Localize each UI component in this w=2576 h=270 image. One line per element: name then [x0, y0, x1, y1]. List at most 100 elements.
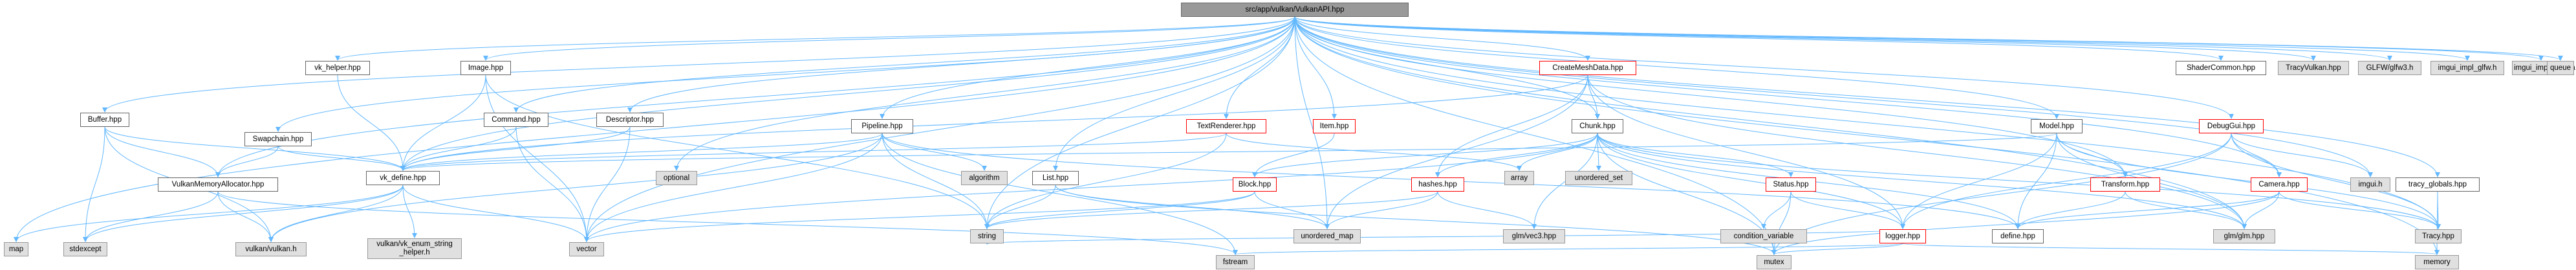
node-vulkan-memory-allocator[interactable]: VulkanMemoryAllocator.hpp — [158, 177, 278, 192]
node-glm-glm[interactable]: glm/glm.hpp — [2213, 229, 2275, 243]
node-mutex[interactable]: mutex — [1757, 255, 1791, 269]
node-map[interactable]: map — [4, 242, 28, 256]
node-algorithm[interactable]: algorithm — [961, 171, 1008, 185]
edge-model-to-logger — [1900, 133, 2057, 229]
edge-logger-to-memory — [1902, 243, 2440, 255]
node-array[interactable]: array — [1504, 171, 1534, 185]
node-unordered-map[interactable]: unordered_map — [1293, 229, 1361, 243]
edge-vk_define-to-map — [14, 185, 404, 242]
node-tracy-hpp[interactable]: Tracy.hpp — [2415, 229, 2462, 243]
node-transform[interactable]: Transform.hpp — [2090, 177, 2160, 192]
edge-status-to-logger — [1790, 191, 1905, 229]
node-textrenderer[interactable]: TextRenderer.hpp — [1186, 119, 1266, 133]
node-imgui-h[interactable]: imgui.h — [2350, 177, 2390, 192]
edge-camera-to-define — [2015, 191, 2280, 229]
edge-buffer-to-stdexcept — [83, 126, 105, 242]
edge-chunk-to-block — [1252, 133, 1598, 177]
edge-root-to-optional — [674, 16, 1295, 171]
edge-root-to-mutex — [1294, 16, 1777, 255]
edge-root-to-model — [1294, 16, 2059, 119]
node-status[interactable]: Status.hpp — [1766, 177, 1816, 192]
node-vk-enum-string-helper[interactable]: vulkan/vk_enum_string _helper.h — [367, 238, 462, 259]
node-camera[interactable]: Camera.hpp — [2251, 177, 2308, 192]
node-unordered-set[interactable]: unordered_set — [1565, 171, 1632, 185]
edge-root-to-transform — [1294, 16, 2128, 177]
edge-debuggui-to-logger — [1900, 133, 2232, 229]
edge-transform-to-glm_glm — [2125, 191, 2247, 229]
node-hashes[interactable]: hashes.hpp — [1411, 177, 1464, 192]
node-vector[interactable]: vector — [569, 242, 604, 256]
node-queue[interactable]: queue — [2547, 61, 2574, 75]
edge-createmesh-to-logger — [1587, 74, 1905, 229]
edge-root-to-vk_define — [400, 16, 1295, 171]
node-logger[interactable]: logger.hpp — [1879, 229, 1926, 243]
node-chunk[interactable]: Chunk.hpp — [1572, 119, 1623, 133]
node-vk-define[interactable]: vk_define.hpp — [366, 171, 440, 185]
edge-buffer-to-vma — [104, 126, 221, 177]
node-block[interactable]: Block.hpp — [1233, 177, 1277, 192]
node-model[interactable]: Model.hpp — [2031, 119, 2083, 133]
edge-list-to-mutex — [1055, 185, 1777, 255]
edge-textrenderer-to-string — [984, 133, 1227, 229]
edge-model-to-vk_define — [400, 133, 2057, 171]
node-vulkanapi-root[interactable]: src/app/vulkan/VulkanAPI.hpp — [1181, 3, 1409, 17]
node-descriptor[interactable]: Descriptor.hpp — [596, 113, 664, 127]
edge-item-to-block — [1252, 133, 1335, 177]
edge-block-to-vector — [584, 191, 1255, 242]
edge-root-to-list — [1053, 16, 1295, 171]
edge-vma-to-vulkan_h — [217, 191, 274, 242]
edge-pipeline-to-algorithm — [882, 133, 987, 171]
edge-root-to-tracy_globals — [1294, 16, 2440, 177]
node-string[interactable]: string — [970, 229, 1004, 243]
node-stdexcept[interactable]: stdexcept — [63, 242, 107, 256]
node-optional[interactable]: optional — [656, 171, 697, 185]
node-createmeshdata[interactable]: CreateMeshData.hpp — [1539, 61, 1636, 75]
edge-createmesh-to-chunk — [1587, 74, 1600, 119]
edge-vma-to-fstream — [217, 191, 1238, 255]
edge-hashes-to-string — [984, 191, 1438, 229]
node-list[interactable]: List.hpp — [1032, 171, 1079, 185]
edge-logger-to-string — [984, 229, 1903, 245]
edge-pipeline-to-vulkan_h — [268, 133, 883, 242]
edge-vk_define-to-vector — [402, 185, 589, 242]
node-imgui-impl-glfw[interactable]: imgui_impl_glfw.h — [2430, 61, 2504, 75]
edge-camera-to-tracy_hpp — [2278, 191, 2441, 229]
edge-root-to-image — [483, 16, 1295, 61]
edge-vk_define-to-stdexcept — [83, 185, 404, 242]
node-vulkan-vulkan-h[interactable]: vulkan/vulkan.h — [235, 242, 307, 256]
edge-block-to-unordered_map — [1254, 191, 1330, 229]
node-shadercommon[interactable]: ShaderCommon.hpp — [2176, 61, 2266, 75]
edge-root-to-map — [14, 16, 1295, 242]
node-glm-vec3[interactable]: glm/vec3.hpp — [1503, 229, 1565, 243]
edge-chunk-to-hashes — [1435, 133, 1598, 177]
node-command[interactable]: Command.hpp — [484, 113, 548, 127]
node-debuggui[interactable]: DebugGui.hpp — [2199, 119, 2264, 133]
node-swapchain[interactable]: Swapchain.hpp — [244, 132, 312, 146]
edge-createmesh-to-hashes — [1435, 74, 1588, 177]
edge-createmesh-to-vk_define — [400, 74, 1588, 171]
node-tracy-globals[interactable]: tracy_globals.hpp — [2396, 177, 2480, 192]
node-vk-helper[interactable]: vk_helper.hpp — [305, 61, 370, 75]
edge-chunk-to-glm_glm — [1597, 133, 2247, 229]
edge-status-to-condition_variable — [1761, 191, 1791, 229]
edge-chunk-to-vector — [584, 133, 1598, 242]
node-memory[interactable]: memory — [2415, 255, 2459, 269]
node-define[interactable]: define.hpp — [1992, 229, 2044, 243]
node-buffer[interactable]: Buffer.hpp — [80, 113, 129, 127]
edge-descriptor-to-vector — [584, 126, 631, 242]
edge-swapchain-to-vma — [215, 146, 279, 177]
node-fstream[interactable]: fstream — [1216, 255, 1255, 269]
edge-root-to-imgui_h — [1294, 16, 2373, 177]
node-image[interactable]: Image.hpp — [460, 61, 511, 75]
edge-model-to-transform — [2056, 133, 2128, 177]
node-condition-variable[interactable]: condition_variable — [1720, 229, 1807, 243]
edge-tracy_globals-to-memory — [2434, 191, 2440, 255]
node-glfw[interactable]: GLFW/glfw3.h — [2358, 61, 2421, 75]
node-item[interactable]: Item.hpp — [1313, 119, 1356, 133]
edge-root-to-textrenderer — [1224, 16, 1295, 119]
edge-chunk-to-tracy_hpp — [1597, 133, 2441, 229]
node-tracyvulkan[interactable]: TracyVulkan.hpp — [2278, 61, 2349, 75]
node-pipeline[interactable]: Pipeline.hpp — [851, 119, 913, 133]
edge-root-to-swapchain — [276, 16, 1295, 132]
